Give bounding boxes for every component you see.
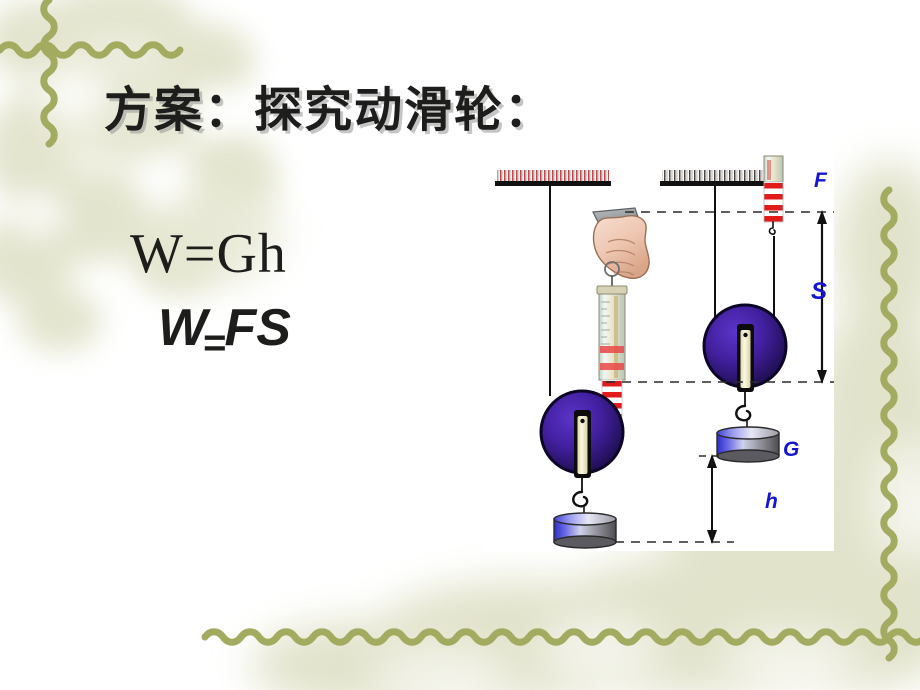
formula-work-input-w: W (158, 299, 208, 357)
distance-arrow-S (817, 210, 827, 384)
left-pulley-axle (580, 418, 585, 424)
formula-work-input-equals: = (203, 321, 227, 365)
left-ceiling-hatching (497, 170, 609, 181)
finger-line-4 (613, 271, 635, 276)
right-pulley-bracket-inner (740, 330, 751, 388)
right-pulley-axle (743, 332, 748, 338)
right-ceiling-hatching (662, 170, 774, 181)
right-weight-bottom (716, 449, 780, 463)
pulley-experiment-diagram (495, 155, 834, 549)
spring-scale-right (763, 155, 784, 223)
right-scale-indicator (767, 160, 771, 180)
right-setup (660, 155, 788, 463)
label-height-h: h (765, 490, 778, 513)
finger-line-2 (605, 249, 636, 256)
scale-graduations (601, 301, 610, 352)
left-pulley-bracket-inner (577, 416, 588, 474)
label-force-F: F (814, 169, 827, 192)
page-title: 方案：探究动滑轮： (104, 82, 555, 138)
label-weight-G: G (783, 438, 800, 461)
scale-reading-band-2 (600, 363, 624, 370)
finger-line-1 (607, 238, 636, 245)
formula-work-input-fs: FS (224, 299, 291, 357)
left-load-hook (572, 490, 589, 508)
spring-scale-left (596, 285, 628, 381)
formula-work-output: W=Gh (130, 223, 287, 285)
height-arrow-h (707, 454, 717, 544)
right-movable-pulley (702, 303, 788, 392)
right-scale-body (763, 155, 784, 183)
hand-palm (592, 215, 650, 280)
vine-right-vertical (884, 190, 895, 658)
scale-reading-band-1 (600, 346, 624, 353)
right-load-hook (735, 404, 752, 422)
measurement-annotations (606, 210, 834, 544)
left-ceiling-bar (495, 181, 611, 186)
right-pull-rope (763, 181, 784, 223)
left-weight-top (553, 512, 617, 526)
experiment-diagram-panel: F S G h (484, 150, 834, 551)
vine-top-horizontal (0, 45, 180, 56)
right-scale-hook (768, 221, 776, 235)
right-ceiling-bar (660, 181, 776, 186)
left-setup (495, 170, 650, 549)
right-weight-block (716, 426, 780, 463)
vine-bottom-horizontal (205, 632, 920, 643)
finger-line-3 (607, 261, 635, 267)
label-distance-S: S (811, 278, 828, 305)
left-weight-bottom (553, 535, 617, 549)
formula-work-input: W=FS (158, 298, 291, 365)
scale-spring-indicator (614, 296, 618, 378)
left-weight-block (553, 512, 617, 549)
left-movable-pulley (539, 389, 625, 478)
scale-cap (596, 285, 628, 295)
right-weight-top (716, 426, 780, 440)
vine-left-vertical (44, 0, 55, 144)
hand-grip (592, 207, 650, 280)
